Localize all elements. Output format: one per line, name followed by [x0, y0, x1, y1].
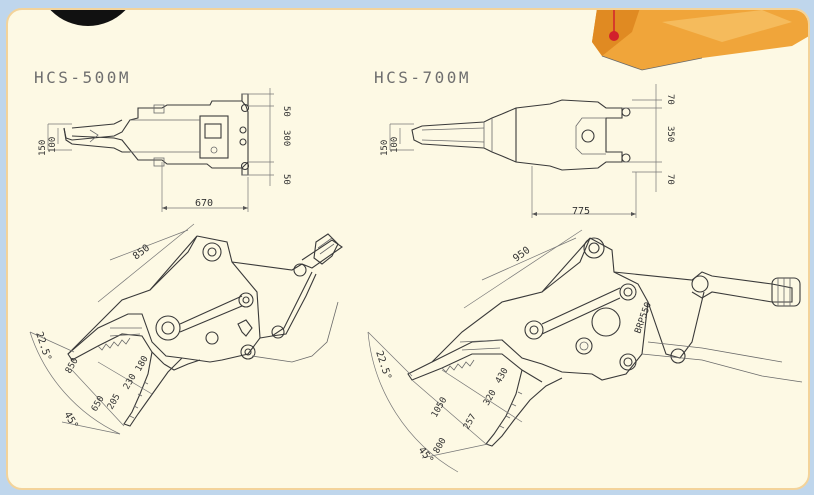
right-height-350: 350	[665, 126, 675, 142]
left-jaw-850: 850	[131, 243, 152, 263]
left-dim-230: 230	[122, 372, 139, 391]
technical-drawing: 150 100 50 300 50	[29, 10, 808, 473]
right-height-70-top: 70	[665, 94, 675, 105]
right-width-150: 150	[380, 140, 390, 156]
right-length-775: 775	[572, 206, 590, 217]
model-title-left: HCS-500M	[34, 68, 132, 87]
product-photo-corner	[592, 10, 808, 71]
left-dim-205: 205	[106, 392, 123, 411]
left-top-view	[47, 88, 274, 212]
model-title-right: HCS-700M	[374, 68, 472, 87]
right-dim-1050: 1050	[430, 396, 450, 420]
left-dim-850b: 850	[64, 356, 81, 375]
left-height-50-top: 50	[281, 106, 291, 117]
right-pump-label: BRP550	[633, 301, 654, 335]
left-width-150: 150	[38, 140, 48, 156]
right-dim-257: 257	[462, 412, 479, 431]
left-height-50-bottom: 50	[281, 174, 291, 185]
drawing-panel: HCS-500M HCS-700M	[6, 8, 810, 490]
right-dim-430: 430	[494, 366, 511, 385]
left-angle-22-5: 22.5°	[33, 331, 53, 363]
right-height-70-bottom: 70	[665, 174, 675, 185]
left-length-670: 670	[195, 198, 213, 209]
right-top-view	[389, 84, 662, 218]
left-height-300: 300	[281, 130, 291, 146]
right-side-view	[367, 212, 803, 473]
left-side-view	[29, 206, 343, 435]
right-width-100: 100	[390, 137, 400, 153]
right-dim-320: 320	[482, 388, 499, 407]
left-dim-650: 650	[90, 394, 107, 413]
right-jaw-950: 950	[511, 245, 532, 265]
left-width-100: 100	[48, 137, 58, 153]
left-angle-45: 45°	[61, 410, 80, 431]
